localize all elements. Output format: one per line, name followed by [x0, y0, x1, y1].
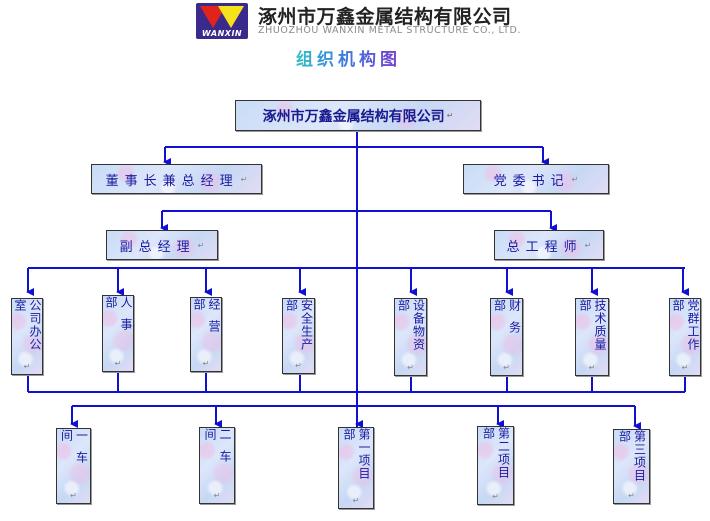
paragraph-mark: ↵ — [70, 491, 77, 500]
node-label: 设备物资部 — [396, 299, 426, 351]
node-label: 第二项目部 — [481, 427, 511, 479]
node-label: 第一项目部 — [342, 428, 371, 480]
paragraph-mark: ↵ — [352, 496, 360, 505]
org-node-project-2: 第二项目部 ↵ — [477, 426, 514, 505]
node-label: 总工程师 — [506, 239, 583, 255]
org-node-dept-office: 公司办公室 ↵ — [11, 298, 43, 375]
company-name-en: ZHUOZHOU WANXIN METAL STRUCTURE CO., LTD… — [258, 25, 522, 36]
org-node-dept-hr: 人事部 ↵ — [102, 295, 134, 372]
paragraph-mark: ↵ — [23, 362, 31, 371]
node-label: 第三项目部 — [617, 430, 647, 482]
logo-wordmark: WANXIN — [201, 29, 243, 38]
node-label: 党群工作部 — [671, 299, 700, 351]
node-label: 公司办公室 — [13, 299, 42, 351]
paragraph-mark: ↵ — [584, 240, 592, 250]
paragraph-mark: ↵ — [213, 491, 221, 500]
node-label: 经营部 — [192, 298, 221, 342]
node-label: 二车间 — [203, 428, 232, 472]
org-node-workshop-1: 一车间 ↵ — [56, 428, 91, 504]
node-label: 涿州市万鑫金属结构有限公司 — [262, 108, 445, 125]
paragraph-mark: ↵ — [503, 363, 510, 372]
org-node-dept-party-affairs: 党群工作部 ↵ — [669, 298, 701, 376]
node-label: 一车间 — [59, 429, 89, 473]
paragraph-mark: ↵ — [197, 240, 205, 250]
paragraph-mark: ↵ — [571, 174, 579, 184]
logo-yellow-shape — [218, 6, 244, 28]
org-node-dept-quality: 技术质量部 ↵ — [575, 298, 609, 376]
org-node-workshop-2: 二车间 ↵ — [199, 427, 235, 504]
node-label: 人事部 — [104, 296, 133, 340]
org-node-deputy-gm: 副总经理↵ — [106, 230, 218, 260]
node-label: 安全生产部 — [284, 299, 314, 351]
org-node-dept-finance: 财务部 ↵ — [490, 298, 523, 376]
org-node-chief-engineer: 总工程师↵ — [494, 230, 604, 260]
paragraph-mark: ↵ — [681, 363, 689, 372]
org-node-dept-equipment: 设备物资部 ↵ — [394, 298, 427, 376]
chart-title: 组织机构图 — [296, 45, 401, 70]
node-label: 财务部 — [492, 299, 522, 343]
node-label: 党委书记 — [493, 173, 570, 189]
paragraph-mark: ↵ — [588, 363, 596, 372]
org-node-dept-safety: 安全生产部 ↵ — [282, 298, 315, 374]
paragraph-mark: ↵ — [446, 111, 454, 120]
org-node-project-1: 第一项目部 ↵ — [338, 427, 374, 509]
paragraph-mark: ↵ — [240, 174, 248, 184]
node-label: 技术质量部 — [578, 299, 607, 351]
org-node-project-3: 第三项目部 ↵ — [613, 429, 650, 504]
org-node-party-secretary: 党委书记↵ — [463, 164, 609, 194]
paragraph-mark: ↵ — [407, 363, 414, 372]
company-name-cn: 涿州市万鑫金属结构有限公司 — [258, 6, 512, 28]
org-node-dept-business: 经营部 ↵ — [190, 297, 222, 372]
paragraph-mark: ↵ — [492, 492, 499, 501]
company-logo: WANXIN — [196, 3, 248, 39]
node-label: 副总经理 — [119, 239, 196, 255]
paragraph-mark: ↵ — [628, 491, 635, 500]
paragraph-mark: ↵ — [202, 359, 210, 368]
paragraph-mark: ↵ — [114, 359, 122, 368]
paragraph-mark: ↵ — [295, 361, 302, 370]
node-label: 董事长兼总经理 — [105, 173, 239, 189]
org-node-chairman-gm: 董事长兼总经理↵ — [91, 164, 262, 194]
org-node-root: 涿州市万鑫金属结构有限公司↵ — [235, 100, 481, 131]
